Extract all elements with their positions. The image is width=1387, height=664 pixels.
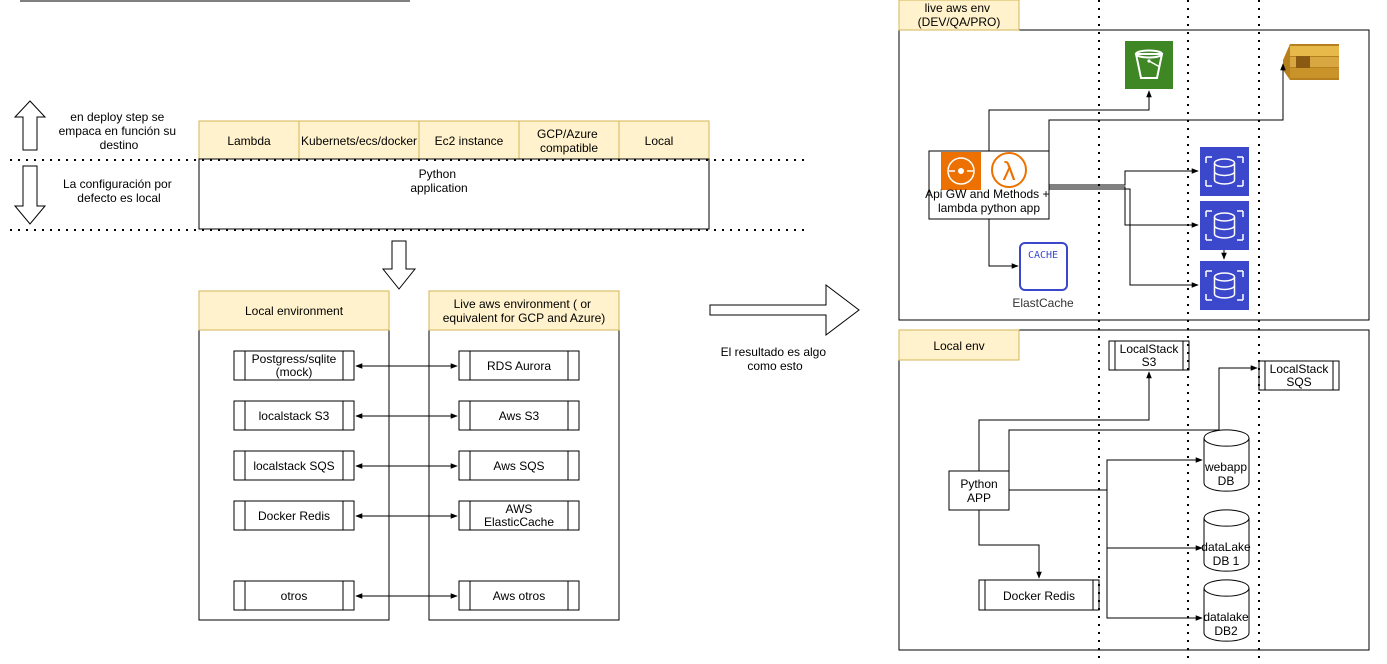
target-ec2-label: Ec2 instance <box>435 134 504 148</box>
elasticache-label: ElastCache <box>1012 296 1074 310</box>
local-env-item: localstack S3 <box>233 400 355 431</box>
local-env-item-label: Docker Redis <box>258 509 330 523</box>
svg-text:λ: λ <box>1003 156 1016 186</box>
python-application-box <box>198 158 710 230</box>
local-env-item: Docker Redis <box>233 500 355 531</box>
live-environment-header <box>428 290 620 331</box>
environment-mapping-arrows <box>355 363 458 599</box>
local-env-item: localstack SQS <box>233 450 355 481</box>
local-env-item-label: otros <box>281 589 308 603</box>
live-env-item-label: Aws otros <box>493 589 545 603</box>
aws-env-title: live aws env (DEV/QA/PRO) <box>918 1 1001 29</box>
local-environment-title: Local environment <box>245 304 344 318</box>
live-env-item-label: Aws SQS <box>493 459 544 473</box>
sqs-queue-icon <box>1283 44 1339 80</box>
local-env-title: Local env <box>933 339 984 353</box>
hollow-down-arrow-icon <box>13 165 47 225</box>
live-env-item: Aws SQS <box>458 450 580 481</box>
api-gateway-icon <box>941 152 981 190</box>
local-env-item-label: Postgress/sqlite(mock) <box>252 352 337 379</box>
live-env-item: Aws otros <box>458 580 580 611</box>
target-local-label: Local <box>645 134 674 148</box>
live-env-item-label: RDS Aurora <box>487 359 551 373</box>
local-environment-items: Postgress/sqlite(mock) localstack S3 local… <box>233 350 355 611</box>
local-env-item-label: localstack SQS <box>253 459 334 473</box>
aws-connectors <box>988 63 1286 288</box>
local-environment-header <box>198 290 390 331</box>
local-env-item-label: localstack S3 <box>259 409 330 423</box>
deploy-note-text: en deploy step se empaca en función su d… <box>59 110 180 152</box>
svg-text:CACHE: CACHE <box>1028 250 1058 261</box>
aws-env-header <box>898 0 1020 31</box>
api-gw-lambda-label: Api GW and Methods + lambda python app <box>925 187 1053 215</box>
docker-redis-node: Docker Redis <box>978 579 1100 611</box>
deploy-targets-strip: Lambda Kubernets/ecs/docker Ec2 instance… <box>198 120 710 160</box>
target-local <box>618 120 710 160</box>
live-environment-title: Live aws environment ( or equivalent for… <box>443 297 606 325</box>
hollow-up-arrow-icon <box>13 100 47 151</box>
rds-database-icon <box>1200 261 1249 310</box>
lambda-icon: λ <box>991 152 1027 188</box>
live-env-item: RDS Aurora <box>458 350 580 381</box>
target-lambda-label: Lambda <box>227 134 271 148</box>
target-gcp-azure-label: GCP/Azure compatible <box>537 127 601 155</box>
local-env-header <box>898 329 1020 361</box>
live-env-item: Aws S3 <box>458 400 580 431</box>
rds-database-icon <box>1200 147 1249 196</box>
elasticache-icon: CACHE <box>1019 242 1068 291</box>
rds-database-icon <box>1200 201 1249 250</box>
local-connectors <box>978 365 1258 621</box>
python-application-label: Python application <box>410 167 467 195</box>
hollow-down-arrow-small-icon <box>381 240 417 290</box>
target-kubernetes <box>298 120 420 160</box>
local-env-item: otros <box>233 580 355 611</box>
result-note-text: El resultado es algo como esto <box>721 345 830 373</box>
hollow-right-arrow-icon <box>709 283 860 337</box>
default-config-note-text: La configuración por defecto es local <box>63 177 175 205</box>
s3-bucket-icon <box>1125 41 1173 89</box>
target-kubernetes-label: Kubernets/ecs/docker <box>301 134 417 148</box>
live-env-item-label: Aws S3 <box>499 409 540 423</box>
svg-text:Docker Redis: Docker Redis <box>1003 589 1075 603</box>
local-env-item: Postgress/sqlite(mock) <box>233 350 355 381</box>
